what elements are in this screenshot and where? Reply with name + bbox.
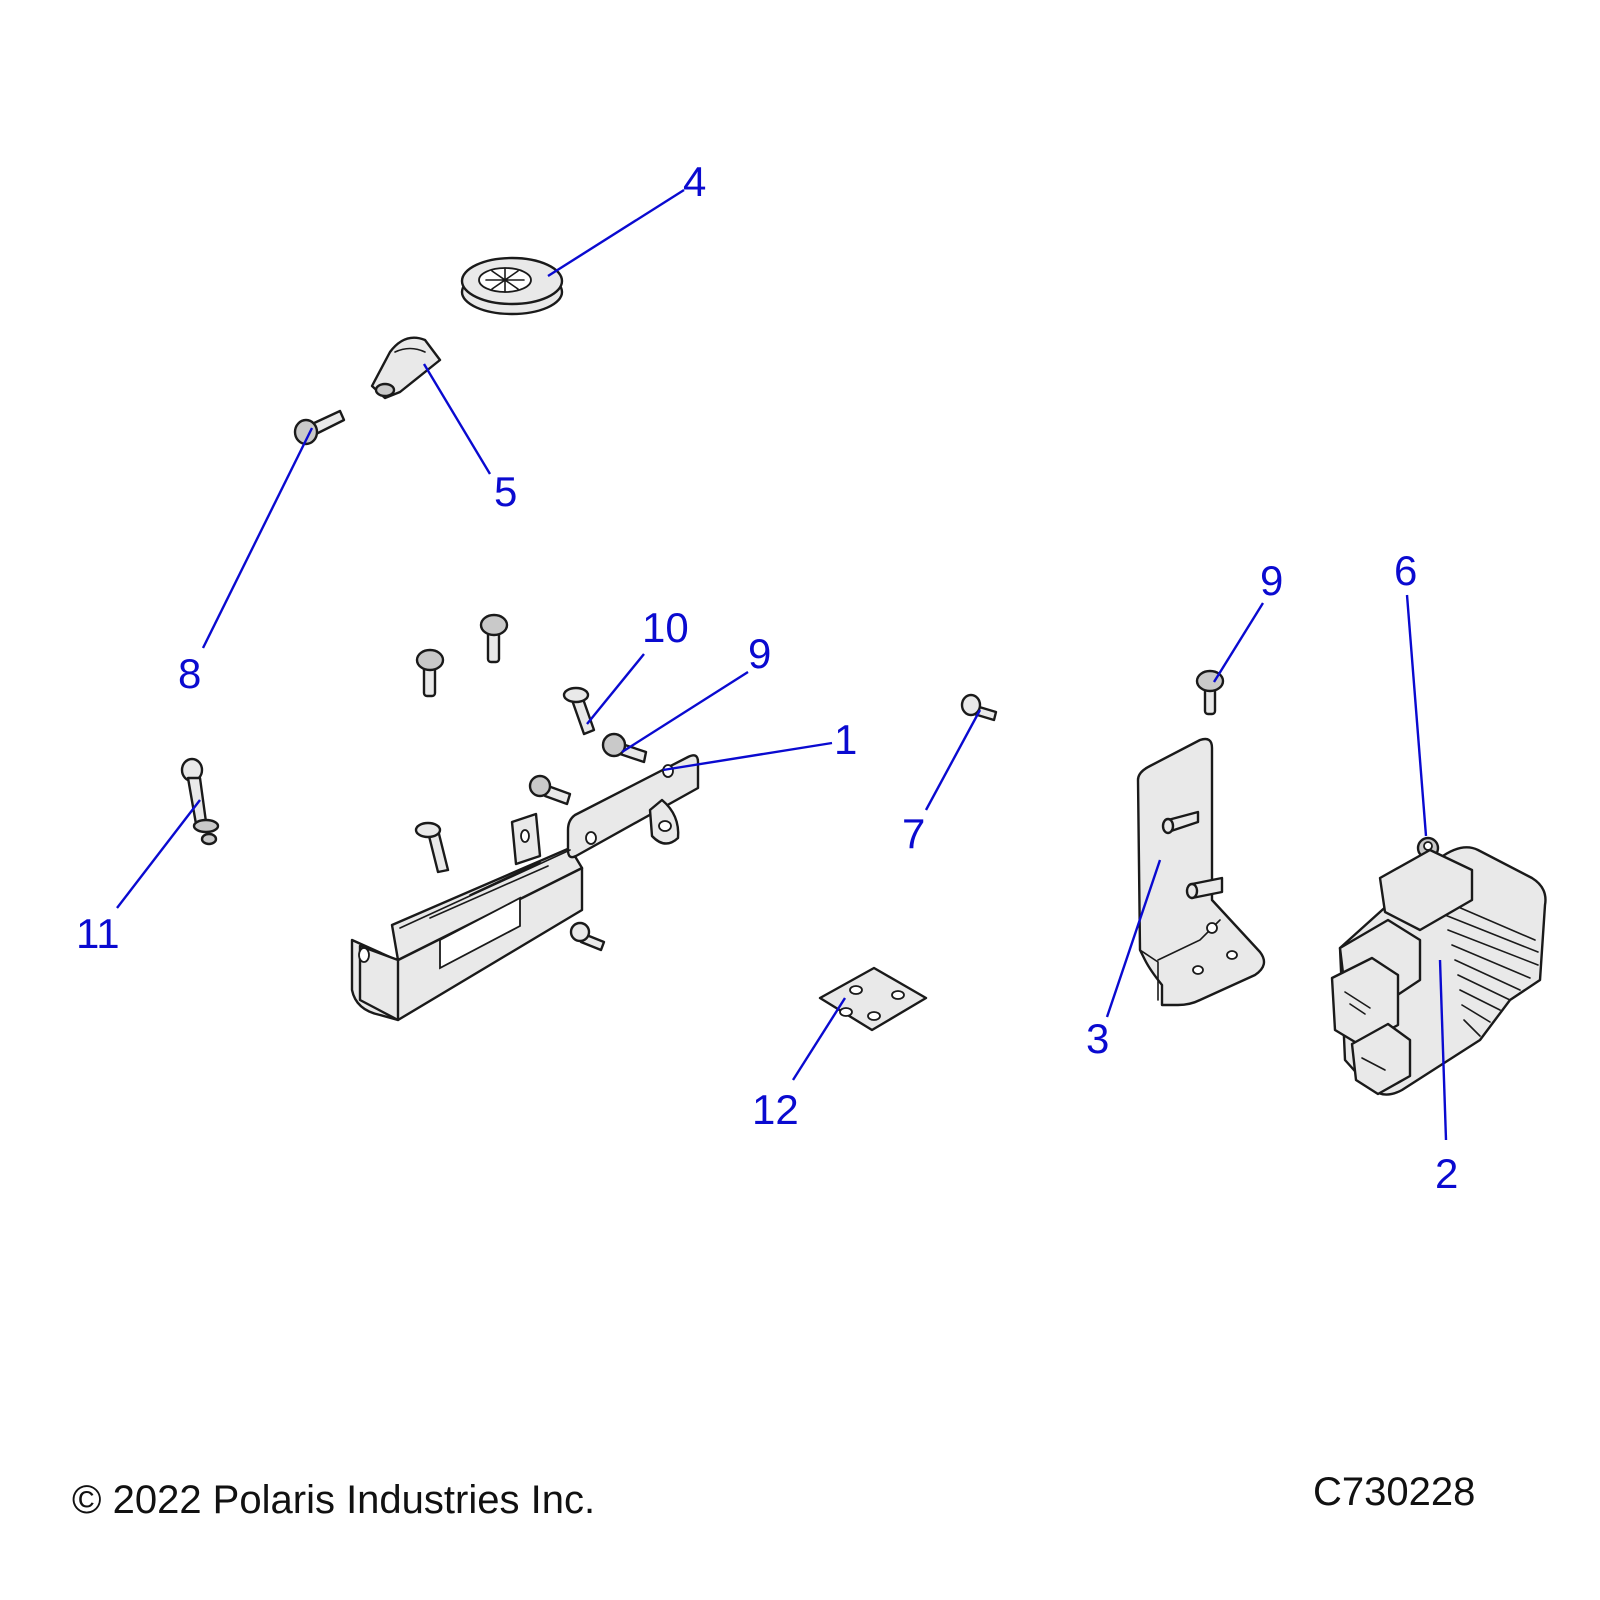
bolt-c bbox=[528, 774, 572, 806]
leader-11 bbox=[116, 799, 201, 909]
leader-3 bbox=[1105, 859, 1162, 1018]
bolt-part-9-left bbox=[601, 732, 648, 764]
callout-8: 8 bbox=[178, 650, 201, 697]
leader-9-right bbox=[1212, 602, 1265, 683]
leader-12 bbox=[791, 997, 847, 1081]
callout-3: 3 bbox=[1086, 1015, 1109, 1062]
callout-labels: 1 2 3 4 5 6 7 8 9 9 10 11 12 bbox=[76, 158, 1458, 1197]
callout-2: 2 bbox=[1435, 1150, 1458, 1197]
bolt-d bbox=[414, 821, 450, 874]
leader-7 bbox=[924, 709, 982, 811]
bolt-b bbox=[479, 613, 509, 664]
mounting-bracket-part bbox=[350, 754, 700, 1022]
callout-7: 7 bbox=[902, 810, 925, 857]
regulator-bracket-part bbox=[1136, 737, 1266, 1007]
push-fastener-part bbox=[180, 757, 220, 846]
voltage-regulator-part bbox=[1330, 846, 1547, 1096]
leader-6 bbox=[1405, 594, 1428, 837]
bolt-a bbox=[415, 648, 445, 698]
leader-4 bbox=[547, 188, 685, 278]
leader-8 bbox=[201, 427, 314, 649]
bolt-part-10 bbox=[562, 686, 596, 736]
grommet-part bbox=[460, 256, 564, 316]
bolt-part-8 bbox=[293, 409, 346, 446]
callout-1: 1 bbox=[834, 716, 857, 763]
callout-12: 12 bbox=[752, 1086, 799, 1133]
callout-4: 4 bbox=[683, 158, 706, 205]
leader-2 bbox=[1438, 959, 1448, 1141]
clip-part bbox=[370, 336, 442, 400]
callout-5: 5 bbox=[494, 468, 517, 515]
pad-part bbox=[818, 966, 928, 1032]
copyright-notice: © 2022 Polaris Industries Inc. bbox=[72, 1478, 596, 1522]
callout-10: 10 bbox=[642, 604, 689, 651]
leader-lines bbox=[116, 188, 1448, 1141]
leader-10 bbox=[586, 653, 645, 725]
bolt-part-9-right bbox=[1195, 669, 1225, 716]
callout-11: 11 bbox=[76, 910, 120, 957]
leader-9-left bbox=[621, 670, 749, 754]
bolt-e bbox=[569, 921, 606, 952]
leader-1 bbox=[662, 741, 833, 772]
callout-9-left: 9 bbox=[748, 630, 771, 677]
callout-9-right: 9 bbox=[1260, 557, 1283, 604]
screw-part-7 bbox=[960, 693, 998, 722]
callout-6: 6 bbox=[1394, 547, 1417, 594]
leader-5 bbox=[422, 363, 492, 475]
figure-id: C730228 bbox=[1313, 1470, 1476, 1514]
